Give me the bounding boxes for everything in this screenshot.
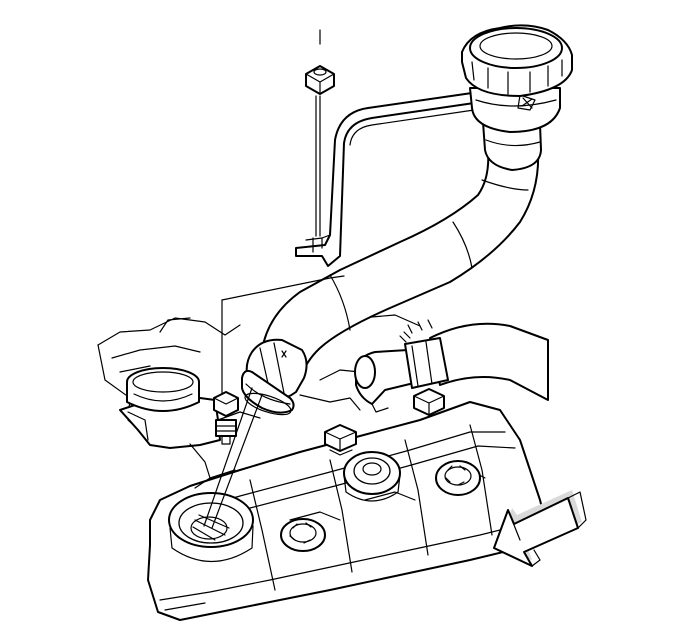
fill-tube-bracket (295, 92, 475, 267)
spark-plug-well-3 (280, 518, 326, 552)
breather-cup (126, 367, 200, 412)
oil-fill-tube (241, 121, 542, 416)
leader-lines (203, 275, 345, 529)
bracket-nut (305, 29, 335, 237)
spark-plug-well-2 (435, 460, 481, 496)
oil-fill-port (168, 492, 254, 563)
front-direction-arrow-icon (493, 490, 587, 567)
spark-plug-well-1 (343, 451, 401, 502)
breather-hose (354, 322, 549, 413)
oil-filler-cap (461, 24, 573, 133)
stud-fitting (213, 299, 239, 445)
cover-bolt-1 (324, 424, 357, 456)
cover-bolt-2 (413, 388, 445, 416)
